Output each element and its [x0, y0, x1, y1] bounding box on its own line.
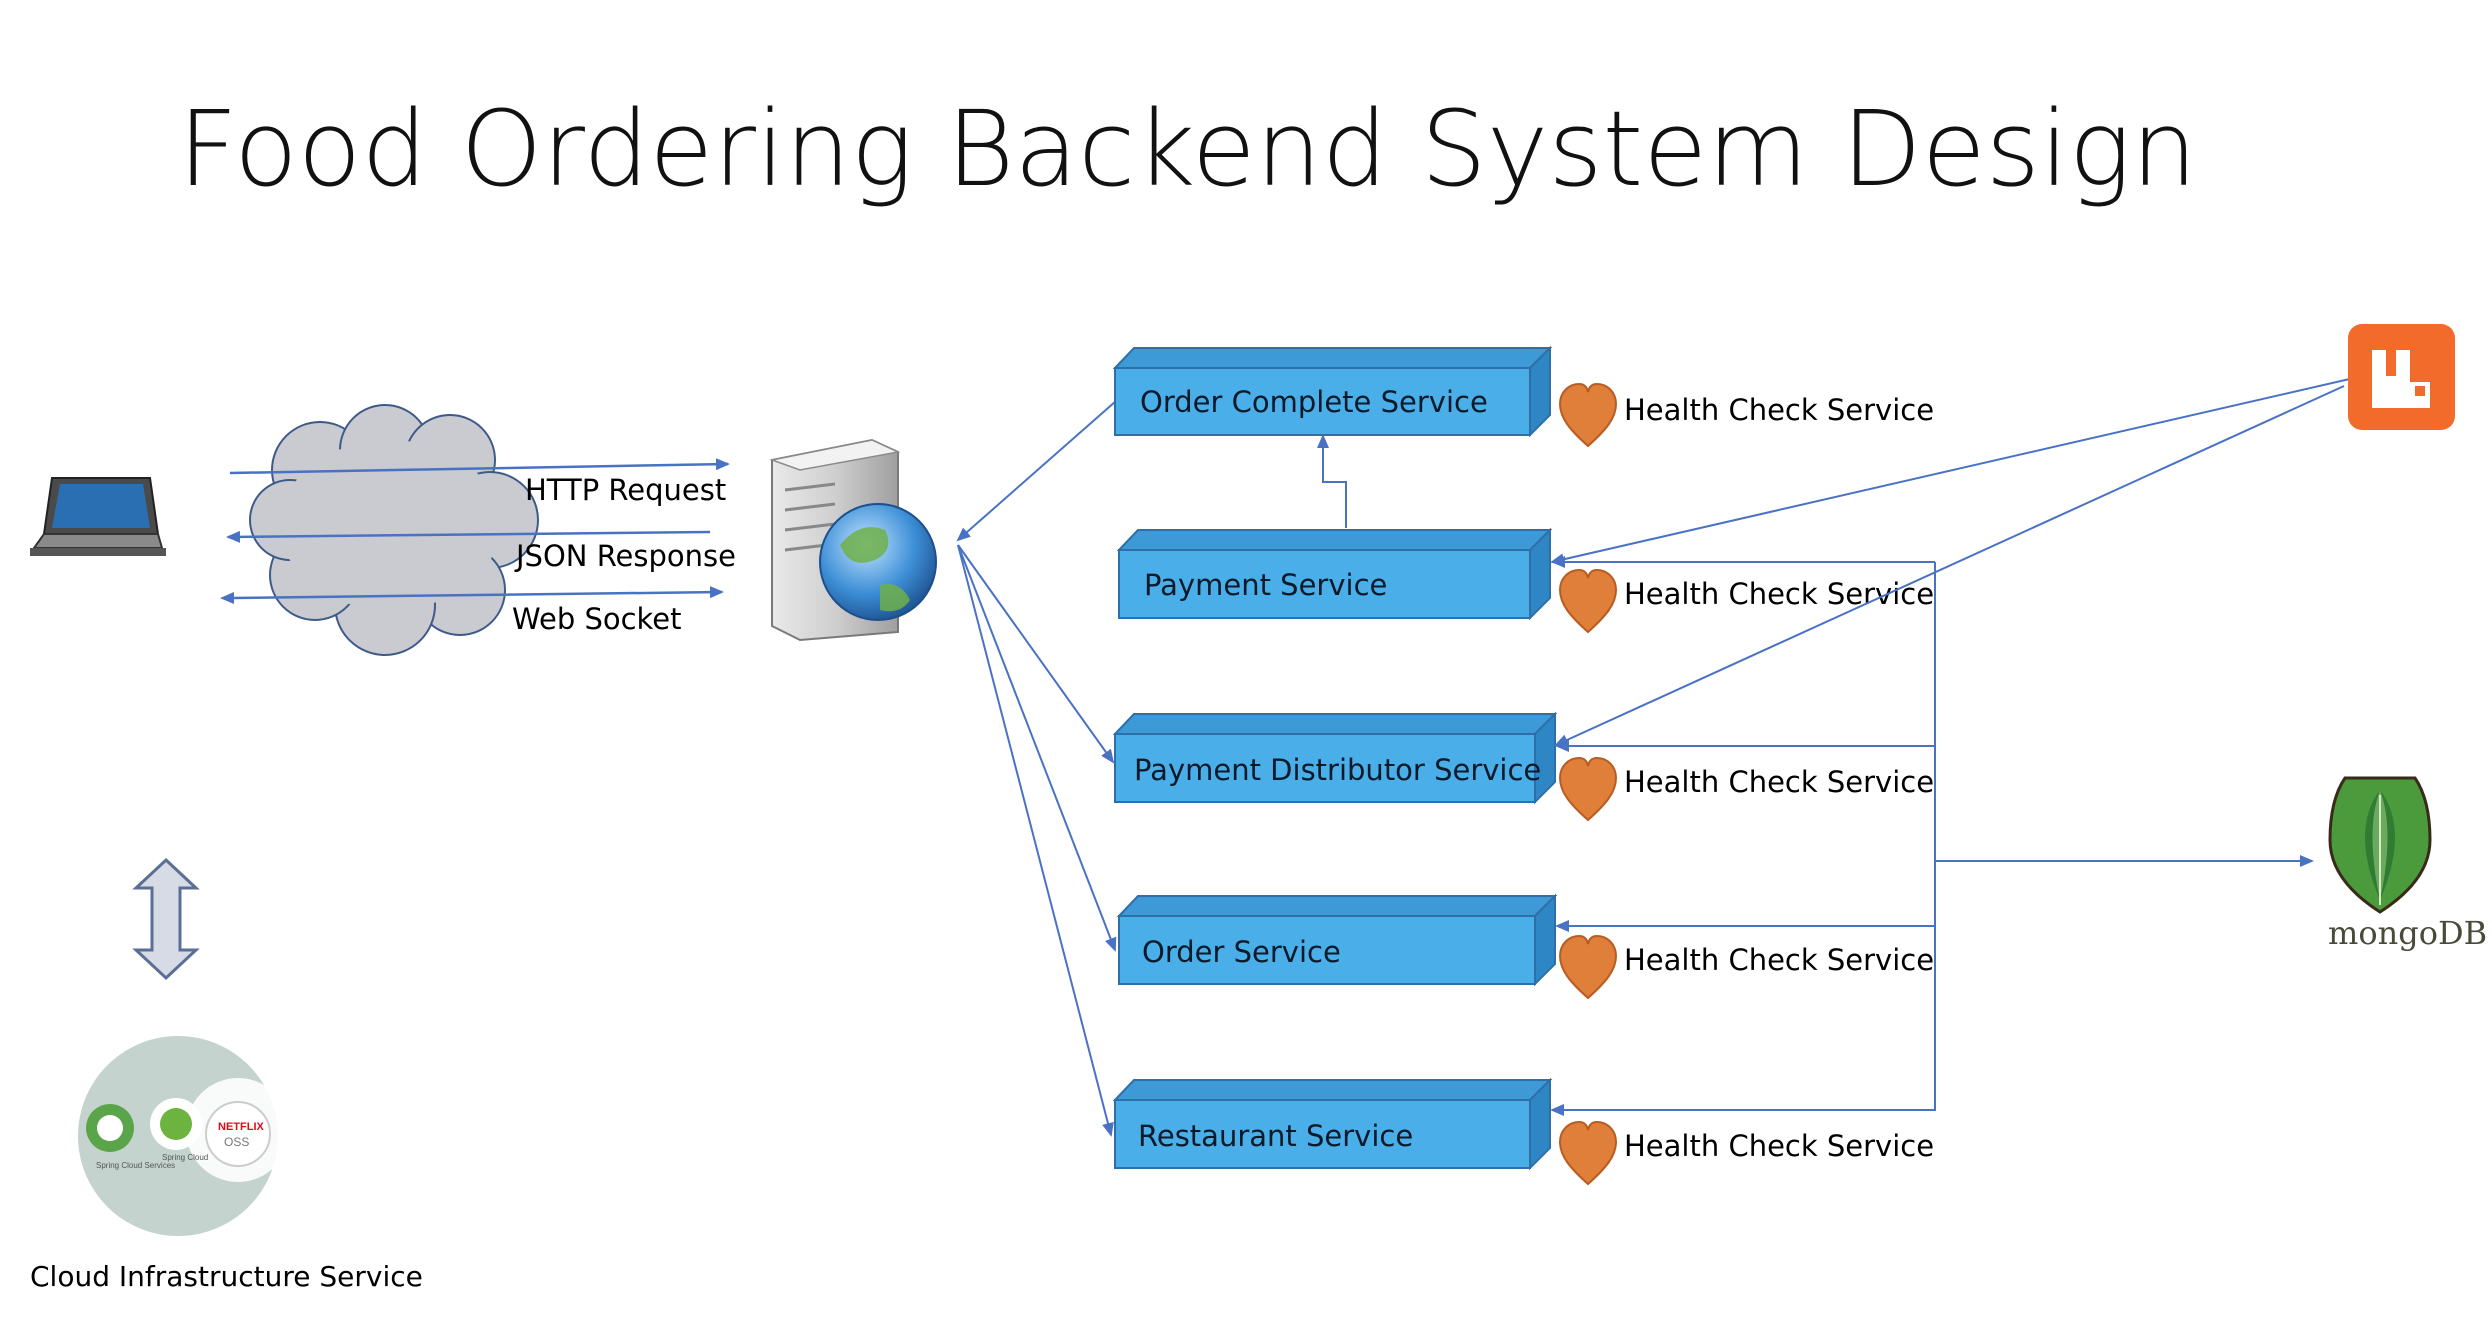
mongodb-leaf-icon [2328, 776, 2432, 914]
netflix-label: NETFLIX [218, 1121, 264, 1133]
mongodb-label: mongoDB [2328, 914, 2487, 952]
network-arrows [220, 458, 730, 604]
heart-icon [1558, 1120, 1618, 1186]
service-box-order-complete: Order Complete Service [1112, 345, 1553, 438]
payment-to-order-complete-arrow [1317, 434, 1347, 528]
mongodb-bus [1550, 556, 2314, 1116]
spring-cloud-services-label: Spring Cloud Services [96, 1161, 175, 1170]
spring-cloud-label: Spring Cloud [162, 1153, 208, 1162]
health-check-row: Health Check Service [1558, 756, 1934, 822]
service-label: Restaurant Service [1138, 1119, 1413, 1153]
heart-icon [1558, 934, 1618, 1000]
web-socket-label: Web Socket [512, 602, 682, 636]
cloud-infrastructure-label: Cloud Infrastructure Service [30, 1260, 423, 1293]
http-request-label: HTTP Request [525, 473, 726, 507]
rabbitmq-icon [2348, 324, 2455, 430]
service-label: Payment Service [1144, 568, 1387, 602]
service-box-restaurant: Restaurant Service [1112, 1077, 1553, 1171]
service-label: Order Complete Service [1140, 385, 1488, 419]
rabbitmq-arrows [1550, 372, 2366, 746]
oss-label: OSS [224, 1135, 249, 1149]
double-arrow-icon [132, 857, 200, 981]
health-check-label: Health Check Service [1624, 577, 1934, 611]
health-check-row: Health Check Service [1558, 934, 1934, 1000]
health-check-row: Health Check Service [1558, 568, 1934, 634]
heart-icon [1558, 382, 1618, 448]
health-check-label: Health Check Service [1624, 393, 1934, 427]
service-box-payment: Payment Service [1116, 527, 1553, 621]
heart-icon [1558, 756, 1618, 822]
heart-icon [1558, 568, 1618, 634]
health-check-row: Health Check Service [1558, 382, 1934, 448]
cloud-infrastructure-logo: Spring Cloud Services Spring Cloud NETFL… [78, 1036, 290, 1236]
health-check-label: Health Check Service [1624, 1129, 1934, 1163]
health-check-label: Health Check Service [1624, 765, 1934, 799]
service-box-payment-distributor: Payment Distributor Service [1112, 711, 1558, 805]
server-to-service-arrows [956, 400, 1117, 1137]
json-response-label: JSON Response [514, 539, 736, 573]
service-box-order: Order Service [1116, 893, 1558, 987]
service-label: Payment Distributor Service [1134, 753, 1541, 787]
page-title: Food Ordering Backend System Design [178, 88, 2198, 210]
service-label: Order Service [1142, 935, 1341, 969]
cloud-icon [249, 404, 539, 656]
health-check-row: Health Check Service [1558, 1120, 1934, 1186]
laptop-icon [30, 477, 166, 556]
health-check-label: Health Check Service [1624, 943, 1934, 977]
web-server-icon [769, 438, 937, 642]
